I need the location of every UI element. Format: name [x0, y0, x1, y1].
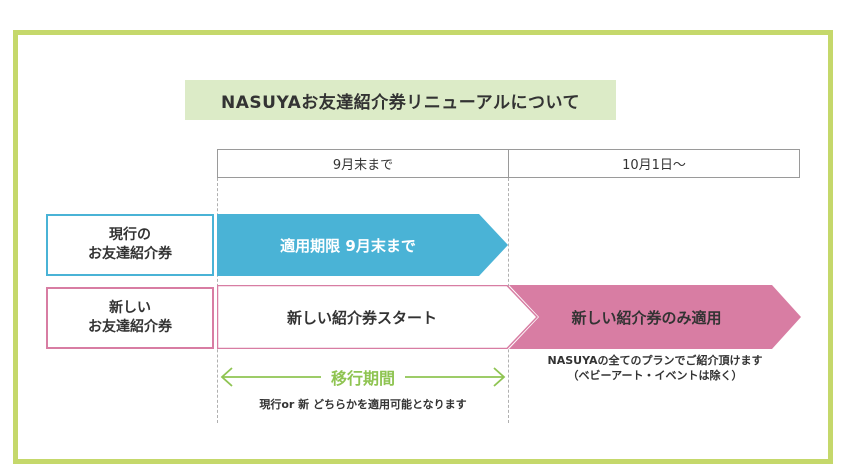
- new-coupon-note-line1: NASUYAの全てのプランでご紹介頂けます: [547, 354, 763, 367]
- new-coupon-note: NASUYAの全てのプランでご紹介頂けます （ベビーアート・イベントは除く）: [510, 354, 800, 384]
- arrow-new-start-label: 新しい紹介券スタート: [286, 308, 437, 327]
- outer-frame: [13, 30, 833, 464]
- period-header-until-september: 9月末まで: [217, 149, 509, 178]
- migration-period-arrow: 移行期間: [218, 362, 508, 392]
- row-label-new-coupon: 新しい お友達紹介券: [46, 287, 214, 349]
- migration-period-label: 移行期間: [320, 365, 405, 389]
- diagram-title: NASUYAお友達紹介券リニューアルについて: [185, 80, 616, 120]
- new-coupon-note-line2: （ベビーアート・イベントは除く）: [567, 368, 743, 382]
- row-label-new-line2: お友達紹介券: [88, 319, 172, 335]
- arrow-current-expiry-label: 適用期限 9月末まで: [280, 236, 416, 255]
- arrow-new-start: 新しい紹介券スタート: [217, 285, 539, 349]
- row-label-current-line2: お友達紹介券: [88, 246, 172, 262]
- arrow-current-expiry: 適用期限 9月末まで: [217, 214, 509, 276]
- row-label-current-line1: 現行の: [109, 227, 151, 244]
- period-header-from-october: 10月1日〜: [508, 149, 800, 178]
- arrow-new-only: 新しい紹介券のみ適用: [509, 285, 802, 349]
- row-label-new-line1: 新しい: [109, 300, 151, 317]
- arrow-new-only-label: 新しい紹介券のみ適用: [571, 308, 722, 327]
- row-label-current-coupon: 現行の お友達紹介券: [46, 214, 214, 276]
- migration-note: 現行or 新 どちらかを適用可能となります: [259, 398, 467, 411]
